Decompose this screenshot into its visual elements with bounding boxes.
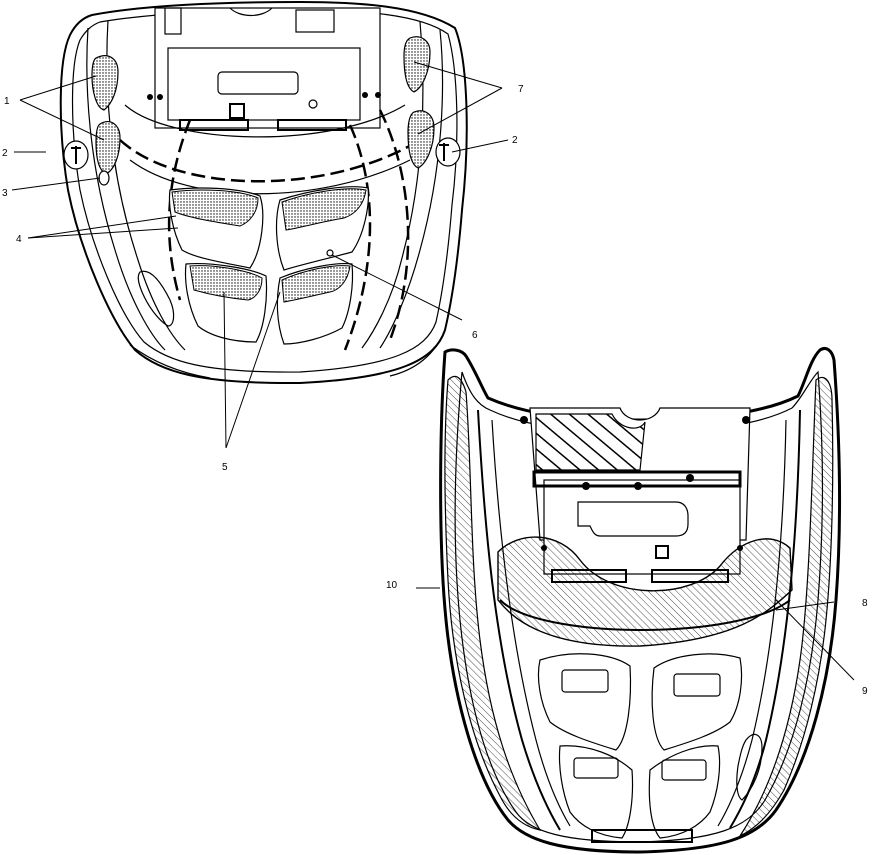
console-latch — [229, 103, 245, 119]
bolt — [582, 482, 590, 490]
upper-arc-2 — [129, 159, 411, 195]
leader-5a — [223, 291, 227, 449]
upper-arc — [124, 104, 406, 138]
leader-4a — [27, 215, 177, 239]
callout-8: 8 — [862, 598, 868, 609]
callout-1: 1 — [4, 96, 10, 107]
upper-arc-dashed — [119, 138, 421, 183]
callout-2-left: 2 — [2, 148, 8, 159]
console-bar-right — [277, 119, 347, 131]
leader-lines — [11, 61, 855, 681]
left-side-stripe — [444, 375, 542, 831]
bolt — [157, 94, 163, 100]
leader-6 — [331, 254, 463, 321]
lower-vent-upper-right-window — [673, 673, 721, 697]
left-inner-rib-2 — [491, 419, 571, 827]
lower-vent-lower-right-window — [661, 759, 707, 781]
lower-console-hatch-panel — [535, 413, 646, 471]
gauge-window — [217, 71, 299, 95]
callout-4: 4 — [16, 234, 22, 245]
left-slot — [137, 270, 175, 327]
leader-7a — [413, 61, 503, 89]
lower-console-latch — [655, 545, 669, 559]
leader-1b — [19, 99, 105, 141]
callout-numbers: 1 2 2 3 4 5 6 7 8 9 10 — [2, 84, 868, 697]
leader-5b — [225, 291, 281, 449]
callout-9: 9 — [862, 686, 868, 697]
small-grommet — [98, 170, 110, 186]
right-latch — [435, 137, 461, 167]
center-arc-line — [499, 599, 791, 631]
vent-lower-left-grille — [189, 265, 263, 301]
top-notch — [229, 7, 273, 17]
callout-10: 10 — [386, 580, 398, 591]
center-arc-decal — [497, 536, 793, 647]
vent-upper-left-grille — [171, 189, 259, 227]
console-knob — [308, 99, 318, 109]
leader-2-right — [451, 139, 509, 153]
bolt — [362, 92, 368, 98]
upper-hood-bottom-lip — [129, 329, 446, 379]
lower-vent-upper-left — [537, 653, 632, 751]
bolt — [147, 94, 153, 100]
callout-7: 7 — [518, 84, 524, 95]
left-latch-pin-icon — [71, 146, 81, 164]
right-latch-pin-icon — [439, 143, 449, 161]
right-side-decal-upper — [403, 36, 431, 93]
vent-upper-right-grille — [281, 188, 367, 231]
right-side-decal-lower — [407, 110, 435, 169]
vent-lower-right-grille — [281, 265, 351, 303]
callout-6: 6 — [472, 330, 478, 341]
left-inner-rib — [477, 409, 561, 831]
lower-vent-upper-right — [651, 653, 743, 751]
bolt — [686, 474, 694, 482]
leader-7b — [417, 87, 503, 135]
callout-3: 3 — [2, 188, 8, 199]
vent-screw — [326, 249, 334, 257]
console-inner — [167, 47, 361, 121]
callout-5: 5 — [222, 462, 228, 473]
lower-hood-bottom-tab — [591, 829, 693, 843]
left-side-decal-lower — [95, 121, 121, 175]
bolt — [375, 92, 381, 98]
left-side-decal-upper — [91, 55, 119, 111]
lower-vent-upper-left-window — [561, 669, 609, 693]
lower-vent-lower-left — [558, 745, 634, 839]
lower-vent-lower-left-window — [573, 757, 619, 779]
upper-hood-outline — [59, 0, 468, 385]
lower-console-window — [577, 501, 689, 537]
right-inner-rib-2 — [717, 419, 787, 827]
leader-4b — [27, 227, 179, 239]
leader-3 — [11, 177, 101, 191]
console-bar-left — [179, 119, 249, 131]
lower-console-strap — [532, 470, 742, 488]
leader-1a — [19, 75, 97, 101]
lower-hood-view — [439, 346, 842, 854]
bolt — [742, 416, 750, 424]
lower-hood-right-slot — [736, 733, 763, 801]
leader-8 — [775, 601, 835, 611]
lower-vent-lower-right — [648, 745, 721, 839]
left-rib — [86, 27, 166, 351]
right-inner-rib — [729, 409, 801, 829]
decal-dash-right-outer — [378, 109, 410, 341]
top-tab-right — [295, 9, 335, 33]
callout-2-right: 2 — [512, 135, 518, 146]
bolt — [520, 416, 528, 424]
top-tab-left — [164, 7, 182, 35]
bolt — [634, 482, 642, 490]
decal-dash-right — [343, 124, 372, 351]
leader-9 — [775, 599, 855, 681]
right-rib — [379, 29, 444, 349]
upper-hood-view — [59, 0, 468, 385]
right-side-stripe — [738, 376, 834, 838]
